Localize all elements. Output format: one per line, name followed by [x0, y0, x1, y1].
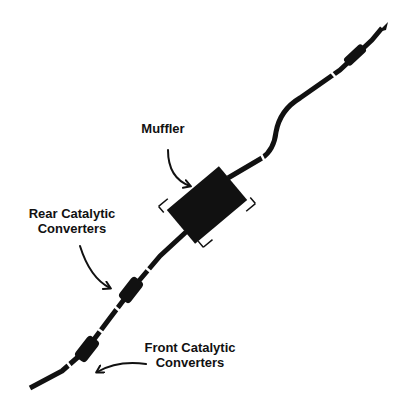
part-label: Front Catalytic Converters	[130, 340, 250, 370]
rear-catalytic-converter	[117, 275, 144, 304]
callout-arrow	[168, 150, 190, 186]
front-catalytic-converter	[73, 334, 100, 363]
tailpipe-resonator	[343, 43, 367, 67]
callout-arrows	[80, 150, 190, 372]
callout-arrow	[97, 363, 146, 372]
exhaust-pipe	[228, 28, 382, 178]
tailpipe-tip	[378, 22, 388, 32]
callout-arrow	[80, 246, 110, 288]
part-label: Rear Catalytic Converters	[14, 206, 130, 236]
part-label: Muffler	[118, 121, 208, 136]
